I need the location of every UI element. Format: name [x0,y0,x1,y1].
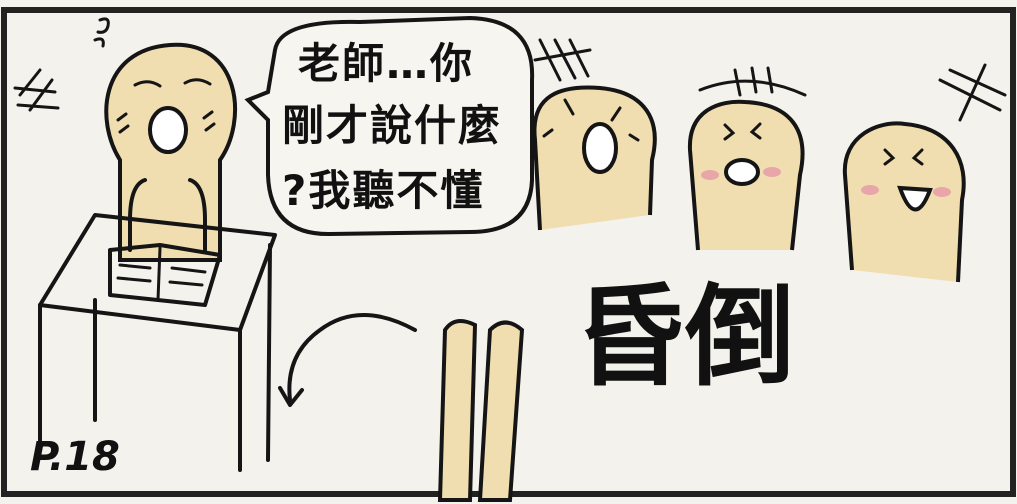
desk [38,213,277,472]
speech-bubble: 老師…你 剛才說什麼 ?我聽不懂 [244,15,535,237]
stress-marks-left [13,68,60,112]
bubble-line-3: ?我聽不懂 [282,166,484,215]
speaking-student [93,17,238,262]
laughing-student-3 [842,63,1007,283]
laughing-student-2 [687,66,807,251]
sound-effect-text: 昏倒 [575,273,795,401]
bubble-line-1: 老師…你 [298,39,474,88]
falling-legs [437,319,525,502]
motion-arrow [278,313,417,407]
bubble-line-2: 剛才說什麼 [282,101,502,150]
page-number: P.18 [30,434,120,480]
laughing-student-1 [532,38,657,231]
